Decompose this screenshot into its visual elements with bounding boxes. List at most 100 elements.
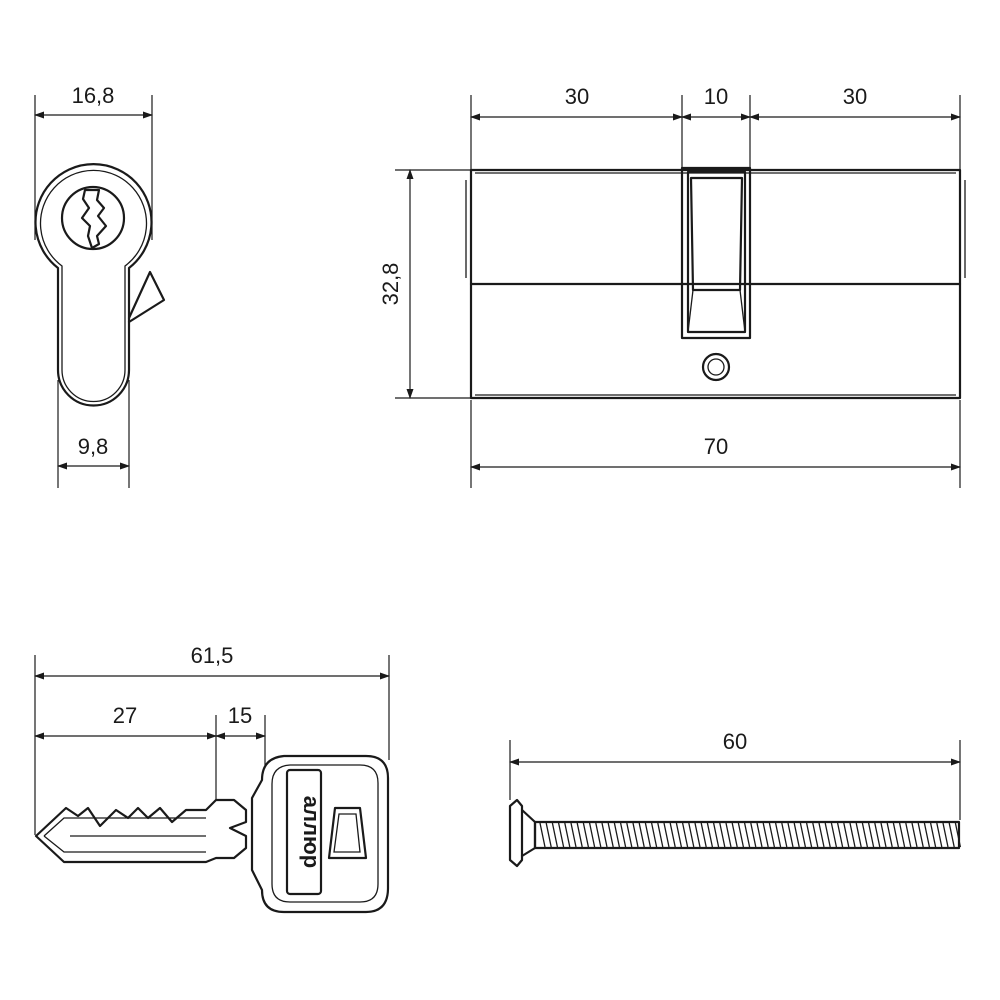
keyway-icon (80, 188, 108, 250)
dim-profile-lower-width: 9,8 (78, 434, 109, 459)
thread-line (539, 822, 546, 848)
screw-neck (520, 808, 537, 858)
thread-line (923, 822, 931, 848)
thread-line (694, 822, 701, 848)
thread-line (781, 822, 788, 848)
thread-line (824, 822, 831, 848)
thread-line (607, 822, 614, 848)
key-logo-text: аллюр (299, 796, 324, 868)
screw-threads (539, 822, 962, 848)
thread-line (688, 822, 695, 848)
thread-line (545, 822, 552, 848)
thread-line (675, 822, 683, 848)
dim-screw-length: 60 (723, 729, 747, 754)
cylinder-profile-view: 16,8 9,8 (34, 83, 166, 488)
key-logo-strip (285, 768, 323, 896)
profile-inner-outline (39, 169, 148, 403)
screw-hole-outer (701, 352, 731, 382)
thread-line (799, 822, 807, 848)
thread-line (793, 822, 800, 848)
cam-slot (680, 166, 752, 340)
thread-line (867, 822, 875, 848)
thread-line (892, 822, 900, 848)
thread-line (768, 822, 776, 848)
thread-line (650, 822, 658, 848)
thread-line (849, 822, 856, 848)
key-thumb-notch (327, 806, 368, 860)
key-head-inner (271, 764, 379, 903)
thread-line (669, 822, 676, 848)
dim-total-length: 70 (704, 434, 728, 459)
thread-line (774, 822, 782, 848)
thread-line (750, 822, 757, 848)
thread-line (582, 822, 590, 848)
thread-line (557, 822, 565, 848)
thread-line (929, 822, 937, 848)
thread-line (564, 822, 571, 848)
key-blade-grooves (43, 817, 206, 853)
key-head (250, 754, 390, 914)
thread-line (638, 822, 645, 848)
thread-line (905, 822, 912, 848)
dim-half-left: 30 (565, 84, 589, 109)
thread-line (613, 822, 621, 848)
thread-line (818, 822, 825, 848)
thread-line (911, 822, 918, 848)
thread-line (681, 822, 689, 848)
cam-slot-inner (686, 170, 747, 334)
thread-line (657, 822, 664, 848)
thread-line (632, 822, 639, 848)
dim-key-length: 61,5 (191, 643, 234, 668)
thread-line (836, 822, 844, 848)
thread-line (737, 822, 745, 848)
dim-half-right: 30 (843, 84, 867, 109)
screw-shaft (533, 820, 961, 850)
thread-line (719, 822, 726, 848)
thread-line (551, 822, 559, 848)
thread-line (663, 822, 670, 848)
thread-line (805, 822, 813, 848)
thread-line (855, 822, 862, 848)
thread-line (936, 822, 943, 848)
thread-line (948, 822, 955, 848)
thread-line (588, 822, 596, 848)
dim-cylinder-height: 32,8 (378, 263, 403, 306)
thread-line (712, 822, 720, 848)
thread-line (731, 822, 738, 848)
thread-line (644, 822, 652, 848)
plug-circle (60, 185, 126, 251)
profile-outline (34, 163, 153, 407)
thread-line (570, 822, 577, 848)
thread-line (601, 822, 608, 848)
cam-icon (127, 270, 166, 324)
thread-line (880, 822, 887, 848)
dim-key-blade: 27 (113, 703, 137, 728)
thread-line (756, 822, 763, 848)
thread-line (843, 822, 850, 848)
key-blade (34, 798, 248, 864)
screw-head (508, 798, 524, 868)
thread-line (886, 822, 893, 848)
thread-line (787, 822, 794, 848)
thread-line (861, 822, 869, 848)
dim-cam-width: 10 (704, 84, 728, 109)
dim-profile-width: 16,8 (72, 83, 115, 108)
cam-edge (687, 289, 694, 333)
thread-line (954, 822, 962, 848)
thread-line (830, 822, 838, 848)
screw-hole-inner (707, 358, 725, 376)
thread-line (942, 822, 949, 848)
key-thumb-notch-inner (333, 813, 361, 853)
thread-line (917, 822, 924, 848)
thread-line (576, 822, 583, 848)
thread-line (706, 822, 714, 848)
cylinder-side-view: 30 10 30 32,8 70 (378, 84, 966, 488)
cam-edge (739, 289, 746, 333)
thread-line (619, 822, 627, 848)
thread-line (743, 822, 751, 848)
screw-view: 60 (508, 729, 962, 868)
thread-line (898, 822, 906, 848)
cam-icon (689, 176, 744, 292)
